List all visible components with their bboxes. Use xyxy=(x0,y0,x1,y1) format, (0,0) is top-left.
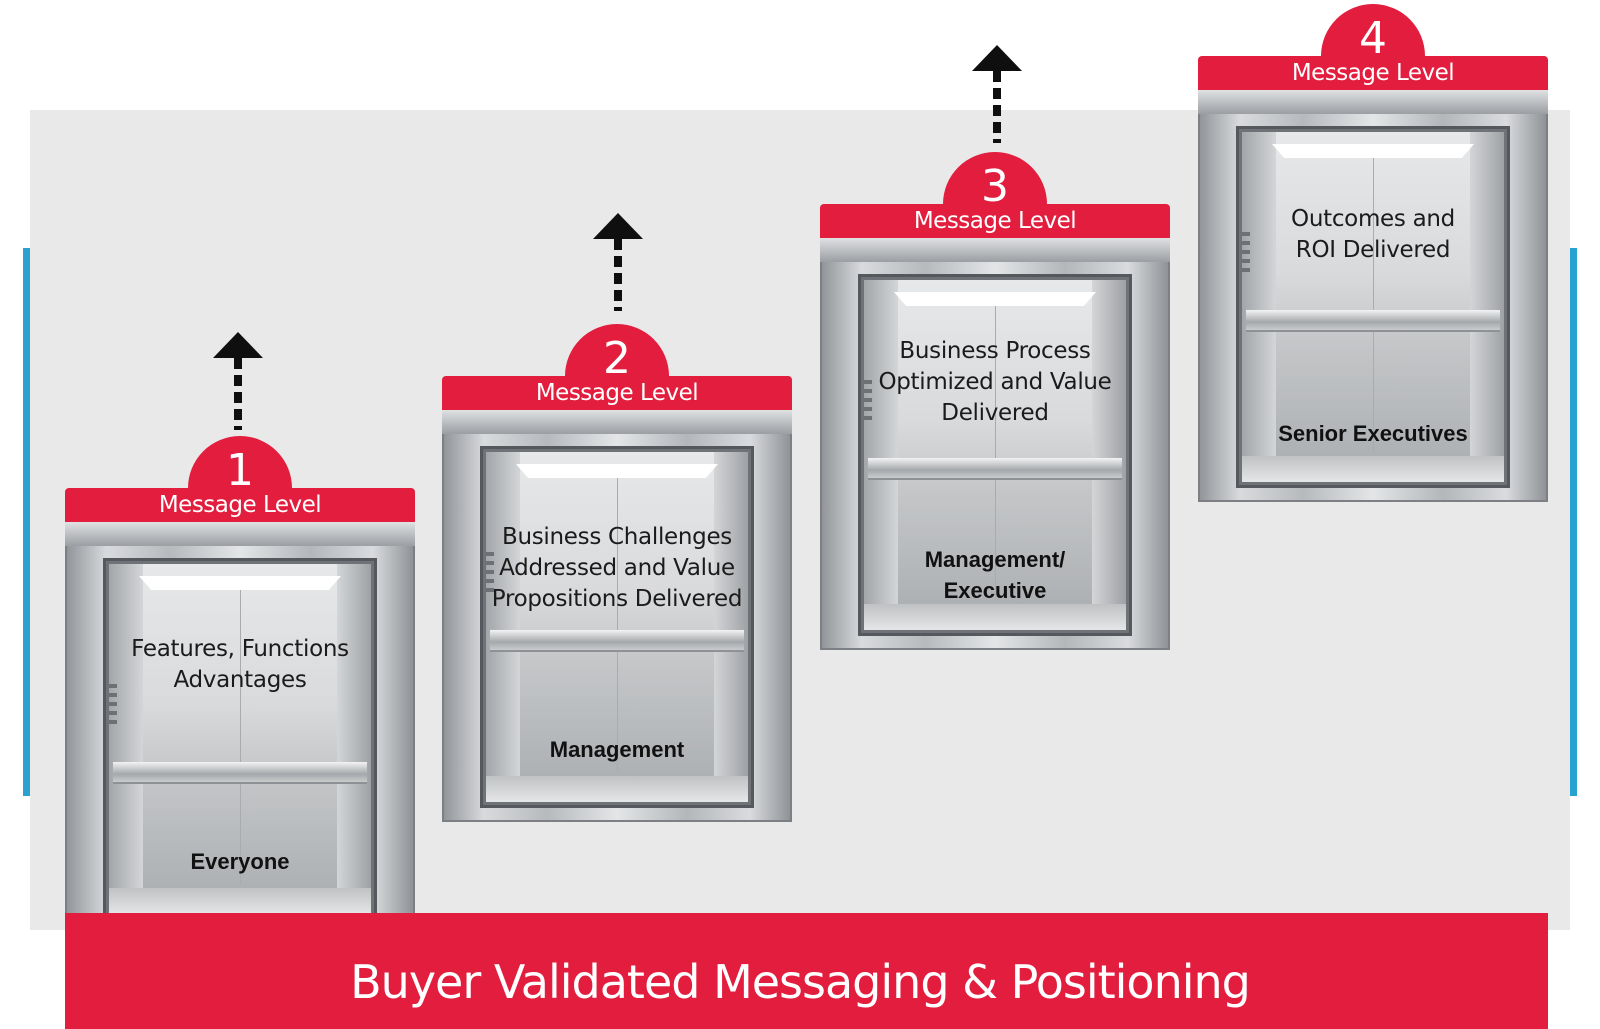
handrail xyxy=(868,458,1122,478)
elevator-frame xyxy=(1198,90,1548,502)
ceiling-light-icon xyxy=(516,464,718,478)
up-arrow-icon xyxy=(593,213,643,311)
ceiling-light-icon xyxy=(139,576,341,590)
level-label: Message Level xyxy=(913,208,1077,234)
audience-label: Everyone xyxy=(190,849,290,874)
level-header: Message Level xyxy=(442,376,792,410)
audience-label: Senior Executives xyxy=(1278,421,1468,446)
handrail xyxy=(490,630,744,650)
message-text: Features, Functions Advantages xyxy=(131,636,349,693)
left-accent-line xyxy=(23,248,30,796)
handrail xyxy=(113,762,367,782)
up-arrow-icon xyxy=(213,332,263,430)
elevator-level-4: 4 Message Level Outcomes and ROI Deliver… xyxy=(1198,4,1548,502)
message-text: Outcomes and ROI Delivered xyxy=(1291,206,1455,263)
elevator-frame xyxy=(65,522,415,934)
bottom-banner xyxy=(65,913,1548,1029)
elevator-level-1: 1 Message Level Features, Functions Adva… xyxy=(65,436,415,934)
elevator-cab xyxy=(1242,132,1504,482)
level-header: Message Level xyxy=(820,204,1170,238)
elevator-cab xyxy=(864,280,1126,630)
handrail xyxy=(1246,310,1500,330)
banner-title: Buyer Validated Messaging & Positioning xyxy=(350,955,1251,1009)
button-panel-icon xyxy=(109,684,117,728)
ceiling-light-icon xyxy=(894,292,1096,306)
elevator-level-3: 3 Message Level Business Process Optimiz… xyxy=(820,152,1170,650)
elevator-cab xyxy=(486,452,748,802)
level-label: Message Level xyxy=(535,380,699,406)
button-panel-icon xyxy=(486,552,494,596)
message-text: Business Process Optimized and Value Del… xyxy=(878,338,1112,426)
button-panel-icon xyxy=(864,380,872,424)
elevator-cab xyxy=(109,564,371,914)
level-header: Message Level xyxy=(65,488,415,522)
elevator-frame xyxy=(820,238,1170,650)
level-label: Message Level xyxy=(158,492,322,518)
level-header: Message Level xyxy=(1198,56,1548,90)
right-accent-line xyxy=(1570,248,1577,796)
audience-label: Management/ Executive xyxy=(924,547,1066,603)
up-arrow-icon xyxy=(972,45,1022,143)
elevator-level-2: 2 Message Level Business Challenges Addr… xyxy=(442,324,792,822)
audience-label: Management xyxy=(549,737,685,762)
level-label: Message Level xyxy=(1291,60,1455,86)
button-panel-icon xyxy=(1242,232,1250,276)
elevator-frame xyxy=(442,410,792,822)
message-text: Business Challenges Addressed and Value … xyxy=(491,524,743,612)
ceiling-light-icon xyxy=(1272,144,1474,158)
